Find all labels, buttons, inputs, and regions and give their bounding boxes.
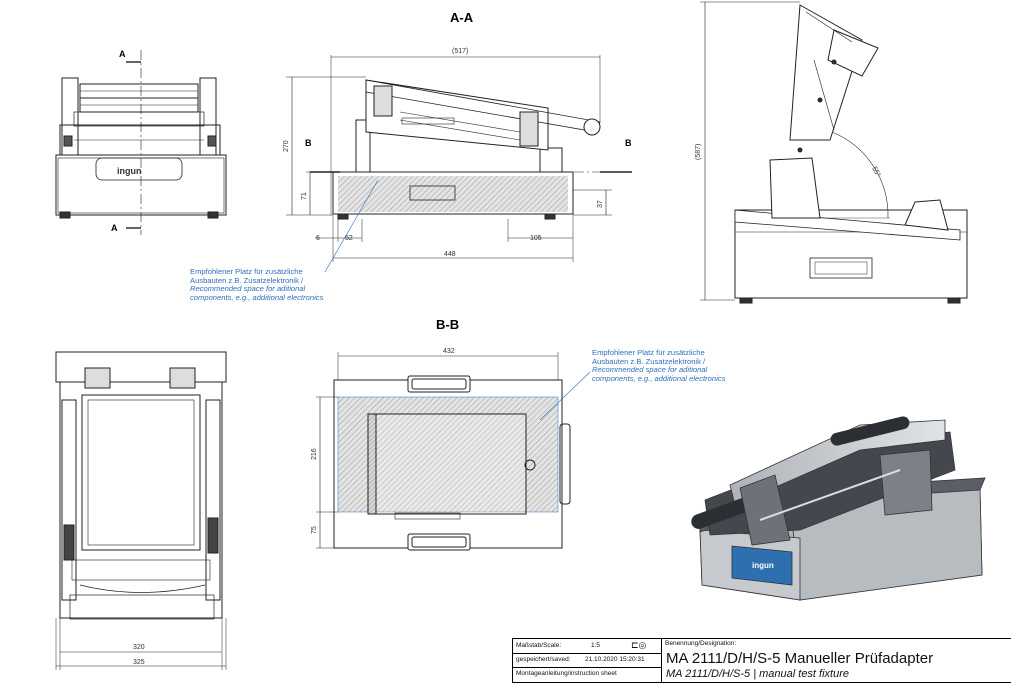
title-block: Maßstab/Scale: 1:5 ⊏◎ gespeichert/saved:… — [512, 638, 1011, 683]
saved-value: 21.10.2020 15:20:31 — [585, 656, 645, 663]
dim-75: 75 — [311, 526, 318, 534]
sheet-label: Montageanleitung/instruction sheet — [516, 670, 617, 677]
dim-6: 6 — [316, 235, 320, 242]
section-aa-view — [286, 55, 632, 273]
note-de-line1: Empfohlener Platz für zusätzliche — [592, 348, 705, 357]
note-de-line1: Empfohlener Platz für zusätzliche — [190, 267, 303, 276]
section-bb-view — [316, 352, 591, 551]
front-logo-text: ingun — [117, 166, 142, 176]
isometric-render — [691, 416, 986, 601]
note-de-line2: Ausbauten z.B. Zusatzelektronik / — [190, 275, 304, 285]
top-view — [55, 351, 227, 670]
note-recommended-space-bb: Empfohlener Platz für zusätzliche Ausbau… — [592, 348, 726, 383]
note-de-line2: Ausbauten z.B. Zusatzelektronik / — [592, 356, 706, 366]
scale-label: Maßstab/Scale: — [516, 642, 562, 649]
dim-105: 105 — [530, 235, 542, 242]
section-title-aa: A-A — [450, 10, 474, 25]
dim-top-width: (517) — [452, 48, 468, 55]
dim-angle-55: 55° — [870, 165, 882, 178]
section-title-bb: B-B — [436, 317, 459, 332]
note-en-line2: components, e.g., additional electronics — [190, 292, 324, 302]
iso-logo-text: ingun — [752, 561, 774, 570]
title-block-meta: Maßstab/Scale: 1:5 ⊏◎ gespeichert/saved:… — [513, 639, 662, 682]
cut-mark-a-top: A — [119, 49, 126, 59]
title-english: MA 2111/D/H/S-5 | manual test fixture — [666, 668, 850, 680]
dim-320: 320 — [133, 644, 145, 651]
dim-52: 52 — [345, 235, 353, 242]
scale-value: 1:5 — [591, 642, 601, 649]
note-recommended-space-aa: Empfohlener Platz für zusätzliche Ausbau… — [190, 267, 324, 302]
dim-height-37: 37 — [597, 200, 604, 208]
note-en-line1: Recommended space for aditional — [190, 284, 306, 294]
note-en-line1: Recommended space for aditional — [592, 365, 708, 375]
note-en-line2: components, e.g., additional electronics — [592, 373, 726, 383]
dim-height-71: 71 — [301, 192, 308, 200]
title-german: MA 2111/D/H/S-5 Manueller Prüfadapter — [666, 650, 934, 667]
dim-325: 325 — [133, 659, 145, 666]
dim-432: 432 — [443, 348, 455, 355]
side-view-open — [700, 1, 968, 304]
dim-448: 448 — [444, 251, 456, 258]
dim-216: 216 — [311, 448, 318, 460]
cut-mark-b-left: B — [305, 138, 312, 148]
projection-icon: ⊏◎ — [631, 640, 647, 650]
dim-height-587: (587) — [695, 144, 702, 160]
cut-mark-a-bottom: A — [111, 223, 118, 233]
dim-height-270: 270 — [283, 140, 290, 152]
cut-mark-b-right: B — [625, 138, 632, 148]
front-view — [55, 50, 227, 235]
saved-label: gespeichert/saved: — [516, 656, 571, 663]
designation-label: Benennung/Designation: — [665, 640, 737, 647]
